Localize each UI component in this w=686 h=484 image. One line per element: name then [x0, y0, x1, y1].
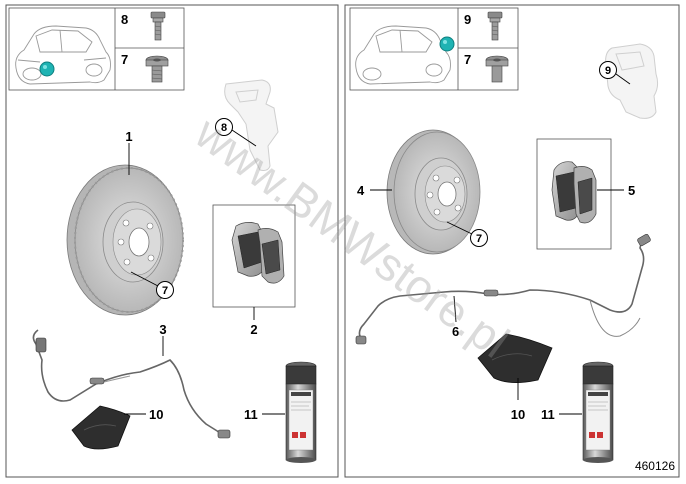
bolt-icon — [487, 11, 503, 41]
callout-circle-7-left — [156, 281, 174, 299]
part-label-11-left: 11 — [244, 407, 258, 422]
callout-label-9: 9 — [605, 65, 611, 77]
part-label-11-right: 11 — [541, 407, 555, 422]
screw-plug-icon — [485, 55, 509, 83]
front-brake-pads — [231, 222, 285, 284]
part-label-5: 5 — [628, 183, 635, 198]
left-panel: 8 7 8 — [5, 4, 339, 478]
callout-circle-9 — [599, 61, 617, 79]
rear-brake-pads-frame — [536, 138, 612, 250]
spray-can-left — [285, 361, 317, 463]
part-label-1: 1 — [125, 129, 132, 144]
left-inset-label-8: 8 — [121, 12, 128, 27]
callout-label-7-left: 7 — [162, 285, 168, 297]
left-inset-label-7: 7 — [121, 52, 128, 67]
grease-packet-right — [477, 333, 553, 383]
part-label-10-left: 10 — [149, 407, 163, 422]
right-panel: 9 7 9 — [344, 4, 680, 478]
part-label-3: 3 — [159, 322, 166, 337]
front-brake-disc — [66, 164, 184, 316]
caliper-carrier-ghost — [605, 43, 659, 119]
front-axle-highlight-icon — [39, 61, 55, 77]
rear-brake-pads — [551, 161, 597, 224]
part-label-10-right: 10 — [511, 407, 525, 422]
bolt-icon — [150, 11, 166, 41]
callout-label-7-right: 7 — [476, 233, 482, 245]
callout-circle-8 — [215, 118, 233, 136]
rear-axle-highlight-icon — [439, 36, 455, 52]
diagram-number: 460126 — [635, 459, 675, 473]
callout-circle-7-right — [470, 229, 488, 247]
part-label-6: 6 — [452, 324, 459, 339]
caliper-carrier-ghost — [224, 79, 279, 171]
part-label-2: 2 — [250, 322, 257, 337]
car-outline-icon — [355, 25, 451, 85]
car-outline-icon — [15, 25, 111, 85]
grease-packet-left — [71, 405, 131, 450]
spray-can-right — [582, 361, 614, 463]
rear-wear-sensor — [358, 239, 645, 341]
right-panel-frame — [344, 4, 680, 478]
screw-plug-icon — [145, 55, 169, 83]
right-inset-label-7: 7 — [464, 52, 471, 67]
part-label-4: 4 — [357, 183, 365, 198]
left-inset: 8 7 — [8, 7, 185, 91]
right-inset: 9 7 — [349, 7, 519, 91]
left-panel-frame — [5, 4, 339, 478]
right-inset-label-9: 9 — [464, 12, 471, 27]
rear-brake-disc — [386, 129, 481, 255]
callout-label-8: 8 — [221, 122, 227, 134]
